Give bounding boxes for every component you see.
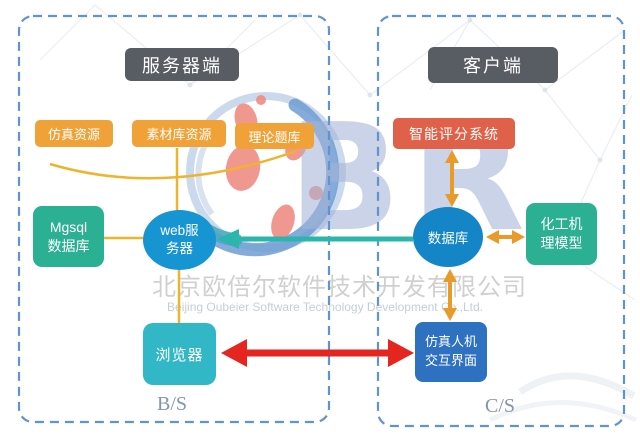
- node-mgsql-database: Mgsql 数据库: [33, 206, 104, 267]
- node-web-server: web服 务器: [143, 210, 216, 270]
- red-arrow-browser-siminterface: [221, 339, 414, 367]
- mgsql-label-line1: Mgsql: [49, 218, 88, 235]
- sim-interface-label-line1: 仿真人机: [424, 334, 477, 350]
- material-lib-label: 素材库资源: [146, 127, 212, 142]
- web-server-label-line2: 务器: [166, 241, 193, 256]
- server-side-container: [17, 14, 331, 424]
- orange-arrow-database-siminterface: [443, 269, 457, 321]
- node-theory-bank: 理论题库: [235, 123, 314, 149]
- teal-arrow-database-to-webserver: [217, 229, 413, 249]
- sim-interface-label-line2: 交互界面: [424, 353, 477, 368]
- orange-arrow-scoring-database: [445, 150, 459, 207]
- browser-label: 浏览器: [155, 346, 204, 364]
- sim-resource-label: 仿真资源: [47, 127, 100, 142]
- orange-arrow-database-chemmodel: [486, 230, 525, 244]
- node-sim-resource: 仿真资源: [35, 120, 113, 147]
- scoring-system-label: 智能评分系统: [409, 125, 499, 142]
- bs-mode-label: B/S: [156, 393, 188, 415]
- node-scoring-system: 智能评分系统: [393, 118, 515, 149]
- database-label: 数据库: [427, 231, 469, 246]
- client-side-title: 客户端: [428, 47, 558, 83]
- company-name-cn-watermark: 北京欧倍尔软件技术开发有限公司: [152, 274, 527, 301]
- client-side-title-label: 客户端: [463, 56, 523, 76]
- server-side-title: 服务器端: [125, 48, 239, 81]
- node-database: 数据库: [413, 207, 483, 267]
- theory-bank-label: 理论题库: [248, 129, 301, 145]
- server-side-title-label: 服务器端: [142, 55, 222, 76]
- chem-model-label-line1: 化工机: [540, 216, 583, 233]
- node-chem-model: 化工机 理模型: [526, 203, 597, 265]
- chem-model-label-line2: 理模型: [540, 235, 583, 251]
- client-side-container: [376, 14, 626, 428]
- node-browser: 浏览器: [143, 323, 216, 385]
- mgsql-label-line2: 数据库: [47, 237, 90, 254]
- node-sim-interface: 仿真人机 交互界面: [415, 322, 487, 382]
- arc-resources-connector: [49, 149, 297, 180]
- node-material-lib: 素材库资源: [132, 120, 226, 147]
- web-server-label-line1: web服: [160, 222, 199, 238]
- cs-mode-label: C/S: [484, 395, 516, 417]
- company-name-en-watermark: Beijing Oubeier Software Technology Deve…: [167, 300, 483, 314]
